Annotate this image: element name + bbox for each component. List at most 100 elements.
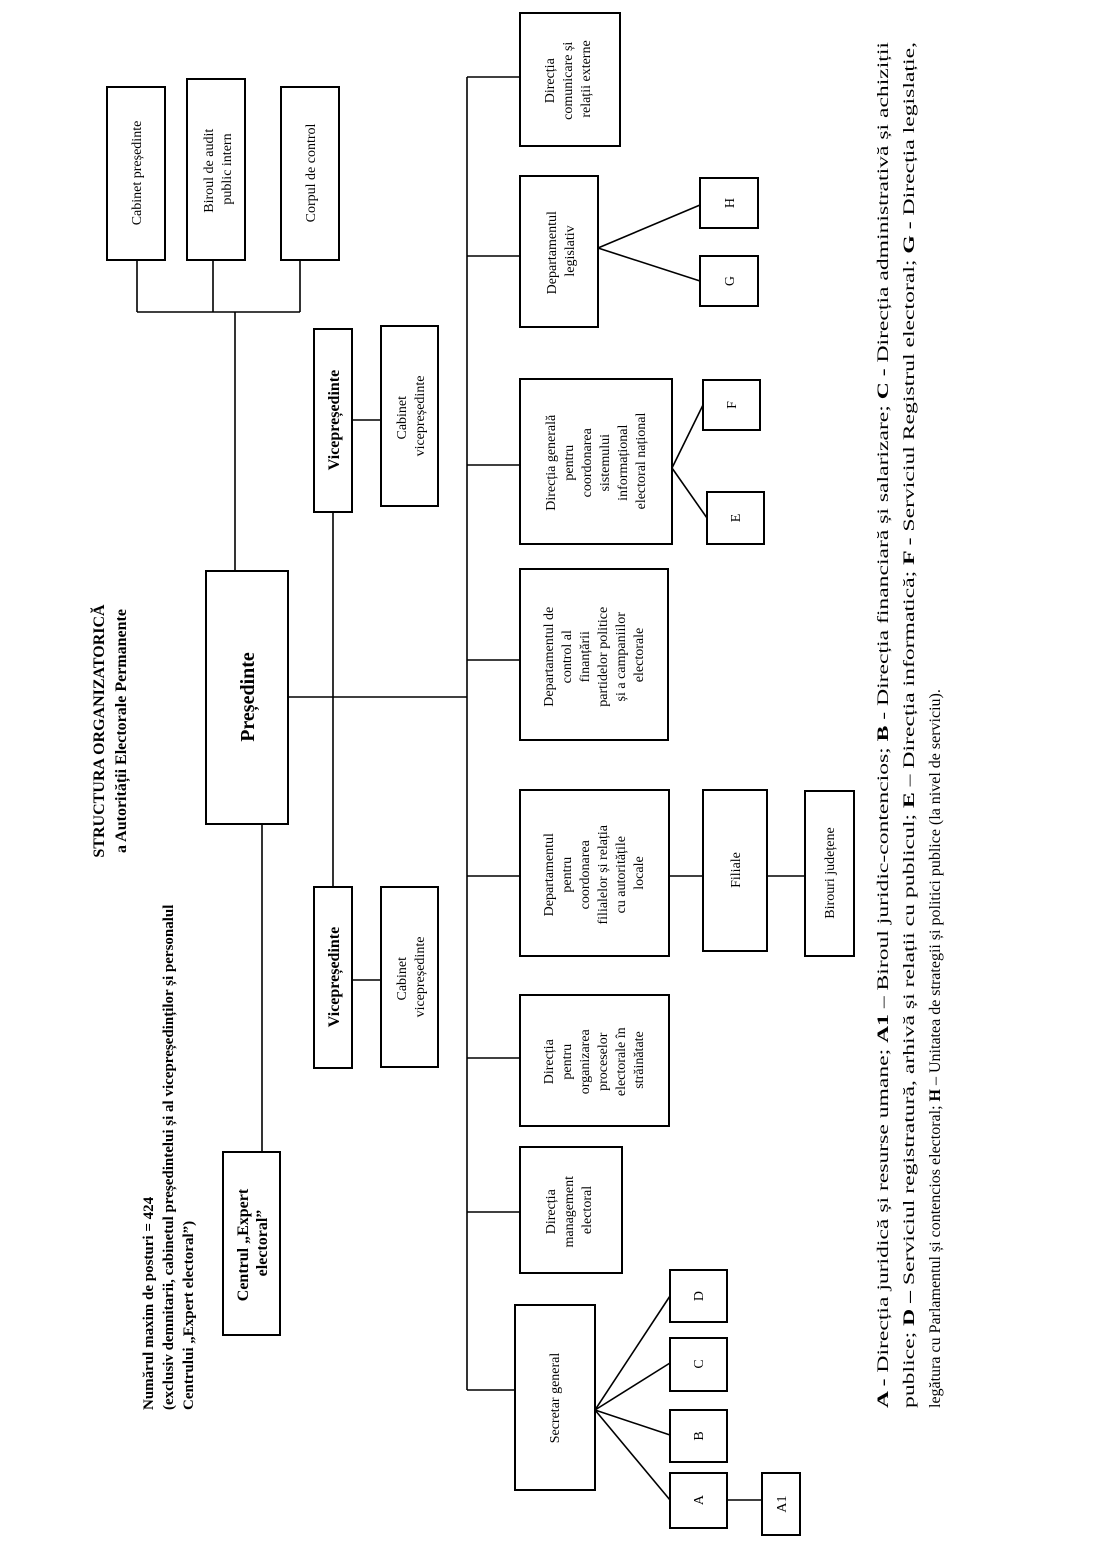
sub-label-a1: A1 [775, 1495, 790, 1512]
cabinet-vicepresedinte-box-1: Cabinet vicepreședinte [380, 325, 439, 507]
vicepresedinte-label-2: Vicepreședinte [326, 927, 344, 1027]
legend-line2-text-0: publice; [901, 1326, 918, 1408]
presedinte-box: Președinte [205, 570, 289, 825]
dep-control-label-1: Departamentul de [542, 607, 557, 707]
svg-text:Departamentul pentru: Departamentul pentru coordonarea filiale… [542, 821, 647, 924]
dep-filiale-label-2: pentru [560, 857, 575, 893]
dir-generala-label-4: sistemului [598, 434, 613, 492]
svg-text:Departamentul de control: Departamentul de control al finanțării p… [542, 603, 647, 706]
connector-lines [136, 76, 805, 1501]
dir-strainatate-label-4: proceselor [596, 1032, 611, 1091]
dir-comunicare-label-1: Direcția [543, 57, 558, 103]
legend-line3-bold-1: H [927, 1088, 944, 1101]
dep-control-label-4: partidelor politice [596, 607, 611, 707]
svg-text:Cabinet vicepreședinte: Cabinet vicepreședinte [395, 937, 428, 1018]
directia-generala-box: Direcția generală pentru coordonarea sis… [519, 378, 673, 545]
legend-line2-bold-3: F - [901, 532, 918, 565]
legend-line1-bold-2: B [875, 725, 892, 741]
dir-comunicare-label-2: comunicare și [561, 42, 576, 120]
sub-label-h: H [723, 198, 738, 208]
page-title: STRUCTURA ORGANIZATORICĂ [89, 604, 108, 858]
legend-line-2: publice; D – Serviciul registratură, arh… [901, 42, 918, 1408]
legend-line1-bold-0: A - [875, 1373, 892, 1408]
centrul-expert-label-1: Centrul „Expert [235, 1188, 252, 1301]
dep-legislativ-label-1: Departamentul [545, 211, 560, 294]
legend-line3-text-1: – Unitatea de strategii și politici publ… [927, 689, 944, 1089]
dir-strainatate-label-2: pentru [560, 1044, 575, 1080]
birou-audit-label-1: Biroul de audit [202, 129, 217, 213]
departamentul-control-box: Departamentul de control al finanțării p… [519, 568, 669, 741]
sub-label-g: G [723, 276, 738, 286]
svg-text:Departamentul legislativ: Departamentul legislativ [545, 208, 578, 295]
legend-line1-text-0: Direcția juridică și resurse umane; [875, 1043, 892, 1373]
svg-text:Direcția pentru or: Direcția pentru organizarea proceselor e… [542, 1024, 647, 1096]
legend-line1-bold-1: A1 [875, 1014, 892, 1043]
dir-management-label-3: electoral [580, 1186, 595, 1234]
sub-box-b: B [669, 1409, 728, 1463]
svg-text:Direcția management: Direcția management electoral [544, 1172, 595, 1247]
cabinet-presedinte-label: Cabinet președinte [130, 121, 145, 226]
dir-strainatate-label-6: străinătate [632, 1031, 647, 1089]
corpul-control-label: Corpul de control [304, 124, 319, 223]
vicepresedinte-box-1: Vicepreședinte [313, 328, 353, 513]
header-note-line-1: Numărul maxim de posturi = 424 [141, 1196, 157, 1410]
directia-management-box: Direcția management electoral [519, 1146, 623, 1274]
dir-strainatate-label-1: Direcția [542, 1038, 557, 1084]
vicepresedinte-box-2: Vicepreședinte [313, 886, 353, 1069]
svg-text:Direcția comunicare și: Direcția comunicare și relații externe [543, 38, 594, 120]
sub-label-e: E [729, 514, 744, 523]
filiale-box: Filiale [702, 789, 768, 952]
dir-management-label-2: management [562, 1176, 577, 1248]
dep-control-label-5: și a campaniilor [614, 612, 629, 702]
sub-box-f: F [702, 379, 761, 431]
dep-filiale-label-3: coordonarea [578, 839, 593, 909]
svg-text:Direcția generală pentru: Direcția generală pentru coordonarea sis… [544, 411, 649, 511]
dep-filiale-label-1: Departamentul [542, 833, 557, 916]
sub-box-c: C [669, 1337, 728, 1392]
legend-line2-text-3: Serviciul Registrul electoral; [901, 254, 918, 532]
dir-generala-label-5: informațional [616, 425, 631, 501]
legend-line2-bold-4: G - [901, 215, 918, 253]
presedinte-label: Președinte [237, 652, 260, 742]
svg-text:Cabinet vicepreședinte: Cabinet vicepreședinte [395, 376, 428, 457]
legend-line1-bold-3: C - [875, 363, 892, 400]
svg-text:Centrul „Expert electora: Centrul „Expert electoral” [235, 1185, 271, 1301]
dir-generala-label-2: pentru [562, 445, 577, 481]
cabinet-vp-1-label-1: Cabinet [395, 396, 410, 440]
birouri-judetene-label: Birouri județene [823, 827, 838, 918]
sub-box-d: D [669, 1269, 728, 1323]
sub-box-h: H [699, 177, 759, 229]
dir-comunicare-label-3: relații externe [579, 40, 594, 117]
cabinet-presedinte-box: Cabinet președinte [106, 86, 166, 261]
centrul-expert-box: Centrul „Expert electoral” [222, 1151, 281, 1336]
sub-label-f: F [725, 401, 740, 409]
legend-line3-text-0: legătura cu Parlamentul și contencios el… [927, 1101, 944, 1408]
header-note-line-2: (exclusiv demnitarii, cabinetul președin… [161, 905, 177, 1410]
legend-line-1: A - Direcția juridică și resurse umane; … [875, 41, 892, 1408]
legend-line2-bold-1: D – [901, 1285, 918, 1326]
dep-filiale-label-4: filialelor și relația [596, 824, 611, 924]
directia-comunicare-box: Direcția comunicare și relații externe [519, 12, 621, 147]
header-note-line-3: Centrului „Expert electoral”) [181, 1221, 197, 1410]
sub-box-a1: A1 [761, 1472, 801, 1536]
page-subtitle: a Autorității Electorale Permanente [113, 609, 131, 853]
centrul-expert-label-2: electoral” [254, 1210, 271, 1277]
dir-strainatate-label-5: electorale în [614, 1027, 629, 1096]
sub-label-b: B [692, 1431, 707, 1440]
svg-text:Biroul de audit public i: Biroul de audit public intern [202, 125, 235, 213]
dir-strainatate-label-3: organizarea [578, 1028, 593, 1094]
corpul-control-box: Corpul de control [280, 86, 340, 261]
dir-management-label-1: Direcția [544, 1188, 559, 1234]
secretar-general-box: Secretar general [514, 1304, 596, 1491]
secretar-general-label: Secretar general [548, 1353, 563, 1444]
filiale-label: Filiale [729, 852, 744, 888]
sub-label-a: A [692, 1494, 707, 1505]
sub-label-c: C [692, 1359, 707, 1368]
birou-audit-label-2: public intern [220, 133, 235, 204]
dep-control-label-6: electorale [632, 628, 647, 682]
sub-box-g: G [699, 255, 759, 307]
cabinet-vp-2-label-1: Cabinet [395, 957, 410, 1001]
birouri-judetene-box: Birouri județene [804, 790, 855, 957]
birou-audit-box: Biroul de audit public intern [186, 78, 246, 261]
